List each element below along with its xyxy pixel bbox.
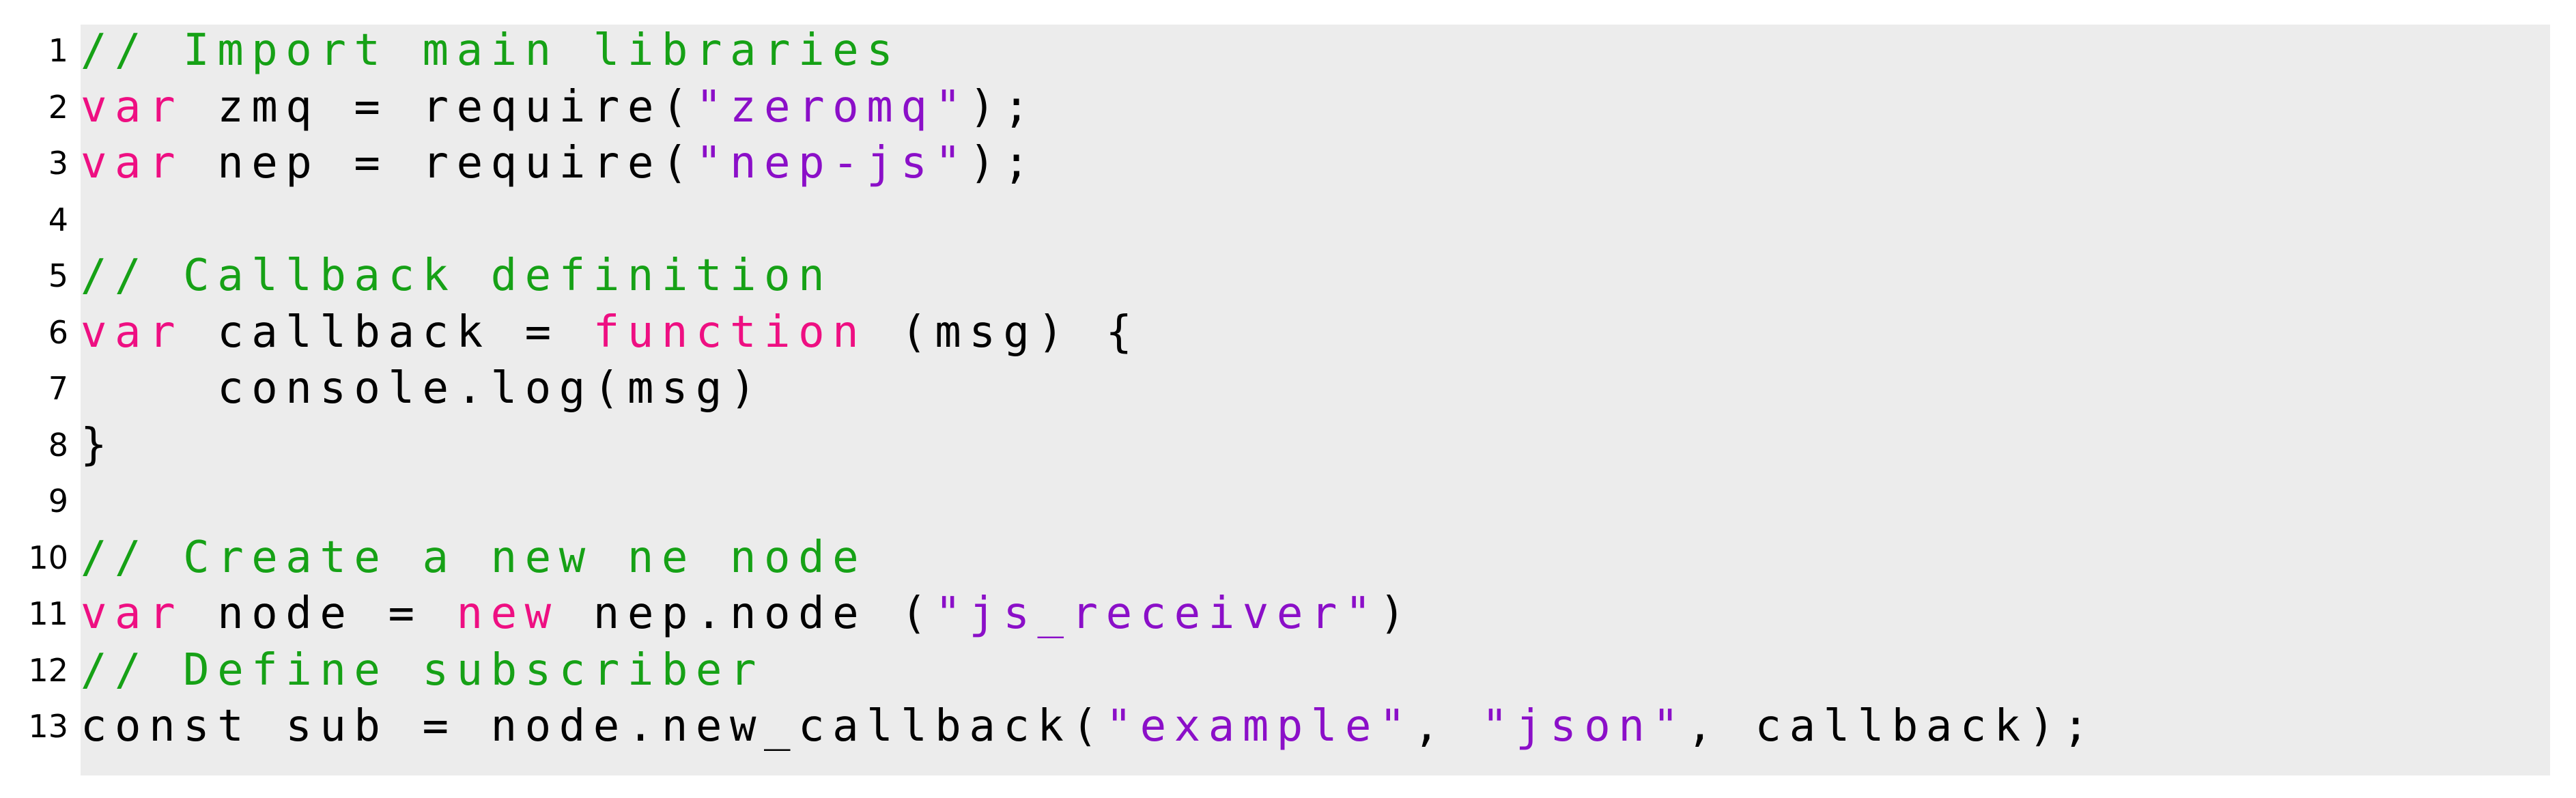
line-number: 5 (48, 257, 68, 294)
code-token-keyword: var (81, 307, 184, 358)
code-token-plain: (msg) { (866, 307, 1140, 358)
line-number: 12 (28, 651, 68, 689)
code-line: var callback = function (msg) { (81, 305, 1140, 360)
code-line: // Create a new ne node (81, 530, 866, 585)
code-line: // Import main libraries (81, 23, 901, 78)
line-number: 10 (28, 539, 68, 576)
code-line: var node = new nep.node ("js_receiver") (81, 586, 1413, 641)
code-token-string: "example" (1105, 701, 1414, 752)
line-number: 3 (48, 145, 68, 182)
code-token-plain: } (81, 419, 115, 470)
code-token-plain: nep.node ( (558, 588, 935, 639)
code-token-comment: // Define subscriber (81, 644, 765, 696)
line-number: 8 (48, 426, 68, 464)
code-token-comment: // Import main libraries (81, 25, 901, 76)
code-token-string: "json" (1482, 701, 1687, 752)
code-token-string: "js_receiver" (935, 588, 1379, 639)
code-block (81, 25, 2550, 775)
line-number: 1 (48, 32, 68, 69)
code-token-keyword: var (81, 138, 184, 188)
code-token-plain: ); (969, 81, 1038, 132)
code-token-plain: ) (1378, 588, 1414, 639)
code-token-keyword: var (81, 81, 184, 132)
code-line: } (81, 418, 115, 472)
code-line: const sub = node.new_callback("example",… (81, 699, 2097, 754)
code-token-plain: callback = (183, 307, 593, 358)
line-number: 7 (48, 370, 68, 407)
code-line: var zmq = require("zeromq"); (81, 80, 1037, 134)
code-token-plain: zmq = require( (183, 81, 696, 132)
code-line: console.log(msg) (81, 361, 764, 416)
code-token-keyword: var (81, 588, 184, 639)
code-token-plain: , callback); (1686, 701, 2097, 752)
line-number: 13 (28, 708, 68, 745)
code-token-plain: const sub = node.new_callback( (81, 701, 1106, 752)
line-number: 6 (48, 313, 68, 351)
line-number: 4 (48, 201, 68, 238)
line-number: 2 (48, 88, 68, 126)
code-token-string: "nep-js" (695, 138, 969, 188)
code-token-comment: // Create a new ne node (81, 532, 867, 583)
code-token-string: "zeromq" (695, 81, 969, 132)
code-line: // Define subscriber (81, 643, 764, 698)
code-token-keyword: new (456, 588, 559, 639)
code-token-plain: console.log(msg) (81, 363, 765, 414)
code-token-plain: ); (969, 138, 1038, 188)
code-token-plain: nep = require( (183, 138, 696, 188)
code-token-keyword: function (593, 307, 867, 358)
line-number: 11 (28, 595, 68, 632)
code-token-plain: , (1413, 701, 1482, 752)
code-line: // Callback definition (81, 248, 832, 303)
code-line: var nep = require("nep-js"); (81, 136, 1037, 190)
code-token-plain: node = (183, 588, 457, 639)
line-number: 9 (48, 483, 68, 519)
code-token-comment: // Callback definition (81, 251, 833, 301)
